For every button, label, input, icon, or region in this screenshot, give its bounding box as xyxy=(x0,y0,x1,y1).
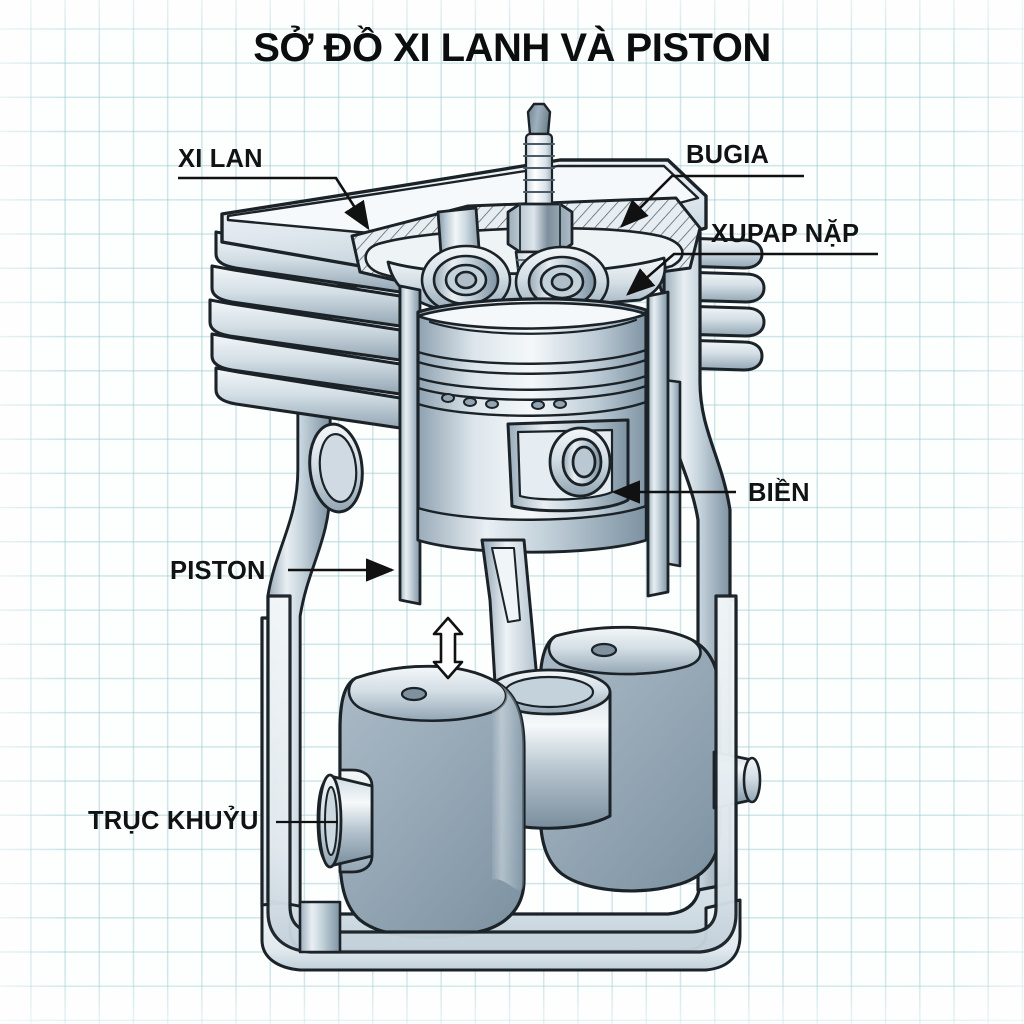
label-bugia: BUGIA xyxy=(686,141,770,169)
leader-bugia xyxy=(620,174,804,228)
label-truc-khuyu: TRỤC KHUỶU xyxy=(88,807,259,835)
label-xupap-nap: XUPAP NẶP xyxy=(711,220,860,248)
leader-xupap-nap xyxy=(626,252,878,296)
motion-arrow-updown-icon xyxy=(432,616,464,680)
label-xi-lan: XI LAN xyxy=(178,145,263,173)
page-title: SỞ ĐỒ XI LANH VÀ PISTON xyxy=(253,26,771,70)
label-bien: BIỀN xyxy=(748,479,810,507)
label-piston: PISTON xyxy=(170,557,266,585)
leader-xi-lan xyxy=(178,176,370,231)
